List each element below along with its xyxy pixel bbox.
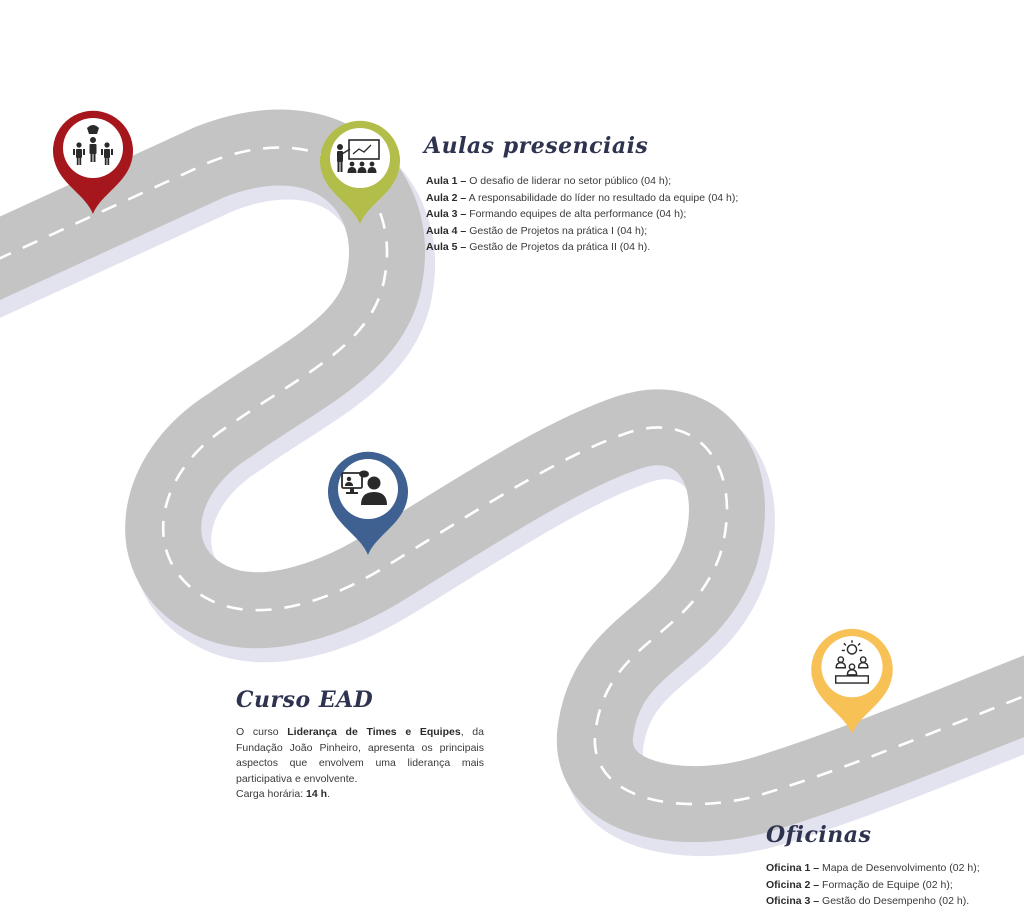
list-item: Aula 3 – Formando equipes de alta perfor… [426,208,687,220]
oficinas-list: Oficina 1 – Mapa de Desenvolvimento (02 … [766,860,980,910]
idea-team-icon [834,640,870,684]
list-item: Aula 5 – Gestão de Projetos da prática I… [426,241,651,253]
online-learning-icon [341,470,387,505]
leader-team-icon [73,125,113,165]
ead-description: O curso Liderança de Times e Equipes, da… [236,726,484,800]
list-item: Oficina 3 – Gestão do Desempenho (02 h). [766,895,970,907]
list-item: Oficina 2 – Formação de Equipe (02 h); [766,878,953,891]
classroom-presentation-icon [337,139,380,173]
course-name: Liderança de Times e Equipes [287,726,461,738]
aulas-heading: Aulas presenciais [424,133,649,159]
classroom-pin [320,120,400,224]
list-item: Oficina 1 – Mapa de Desenvolvimento (02 … [766,862,980,874]
workshop-pin [811,628,893,734]
ead-pin [328,451,408,555]
oficinas-heading: Oficinas [766,822,872,848]
list-item: Aula 2 – A responsabilidade do líder no … [426,191,739,204]
course-load: 14 h [306,788,328,800]
list-item: Aula 1 – O desafio de liderar no setor p… [426,175,672,187]
ead-heading: Curso EAD [236,687,374,713]
road-lane-dashes [0,146,1024,806]
leader-pin [53,110,133,214]
aulas-list: Aula 1 – O desafio de liderar no setor p… [426,173,738,256]
list-item: Aula 4 – Gestão de Projetos na prática I… [426,224,648,237]
